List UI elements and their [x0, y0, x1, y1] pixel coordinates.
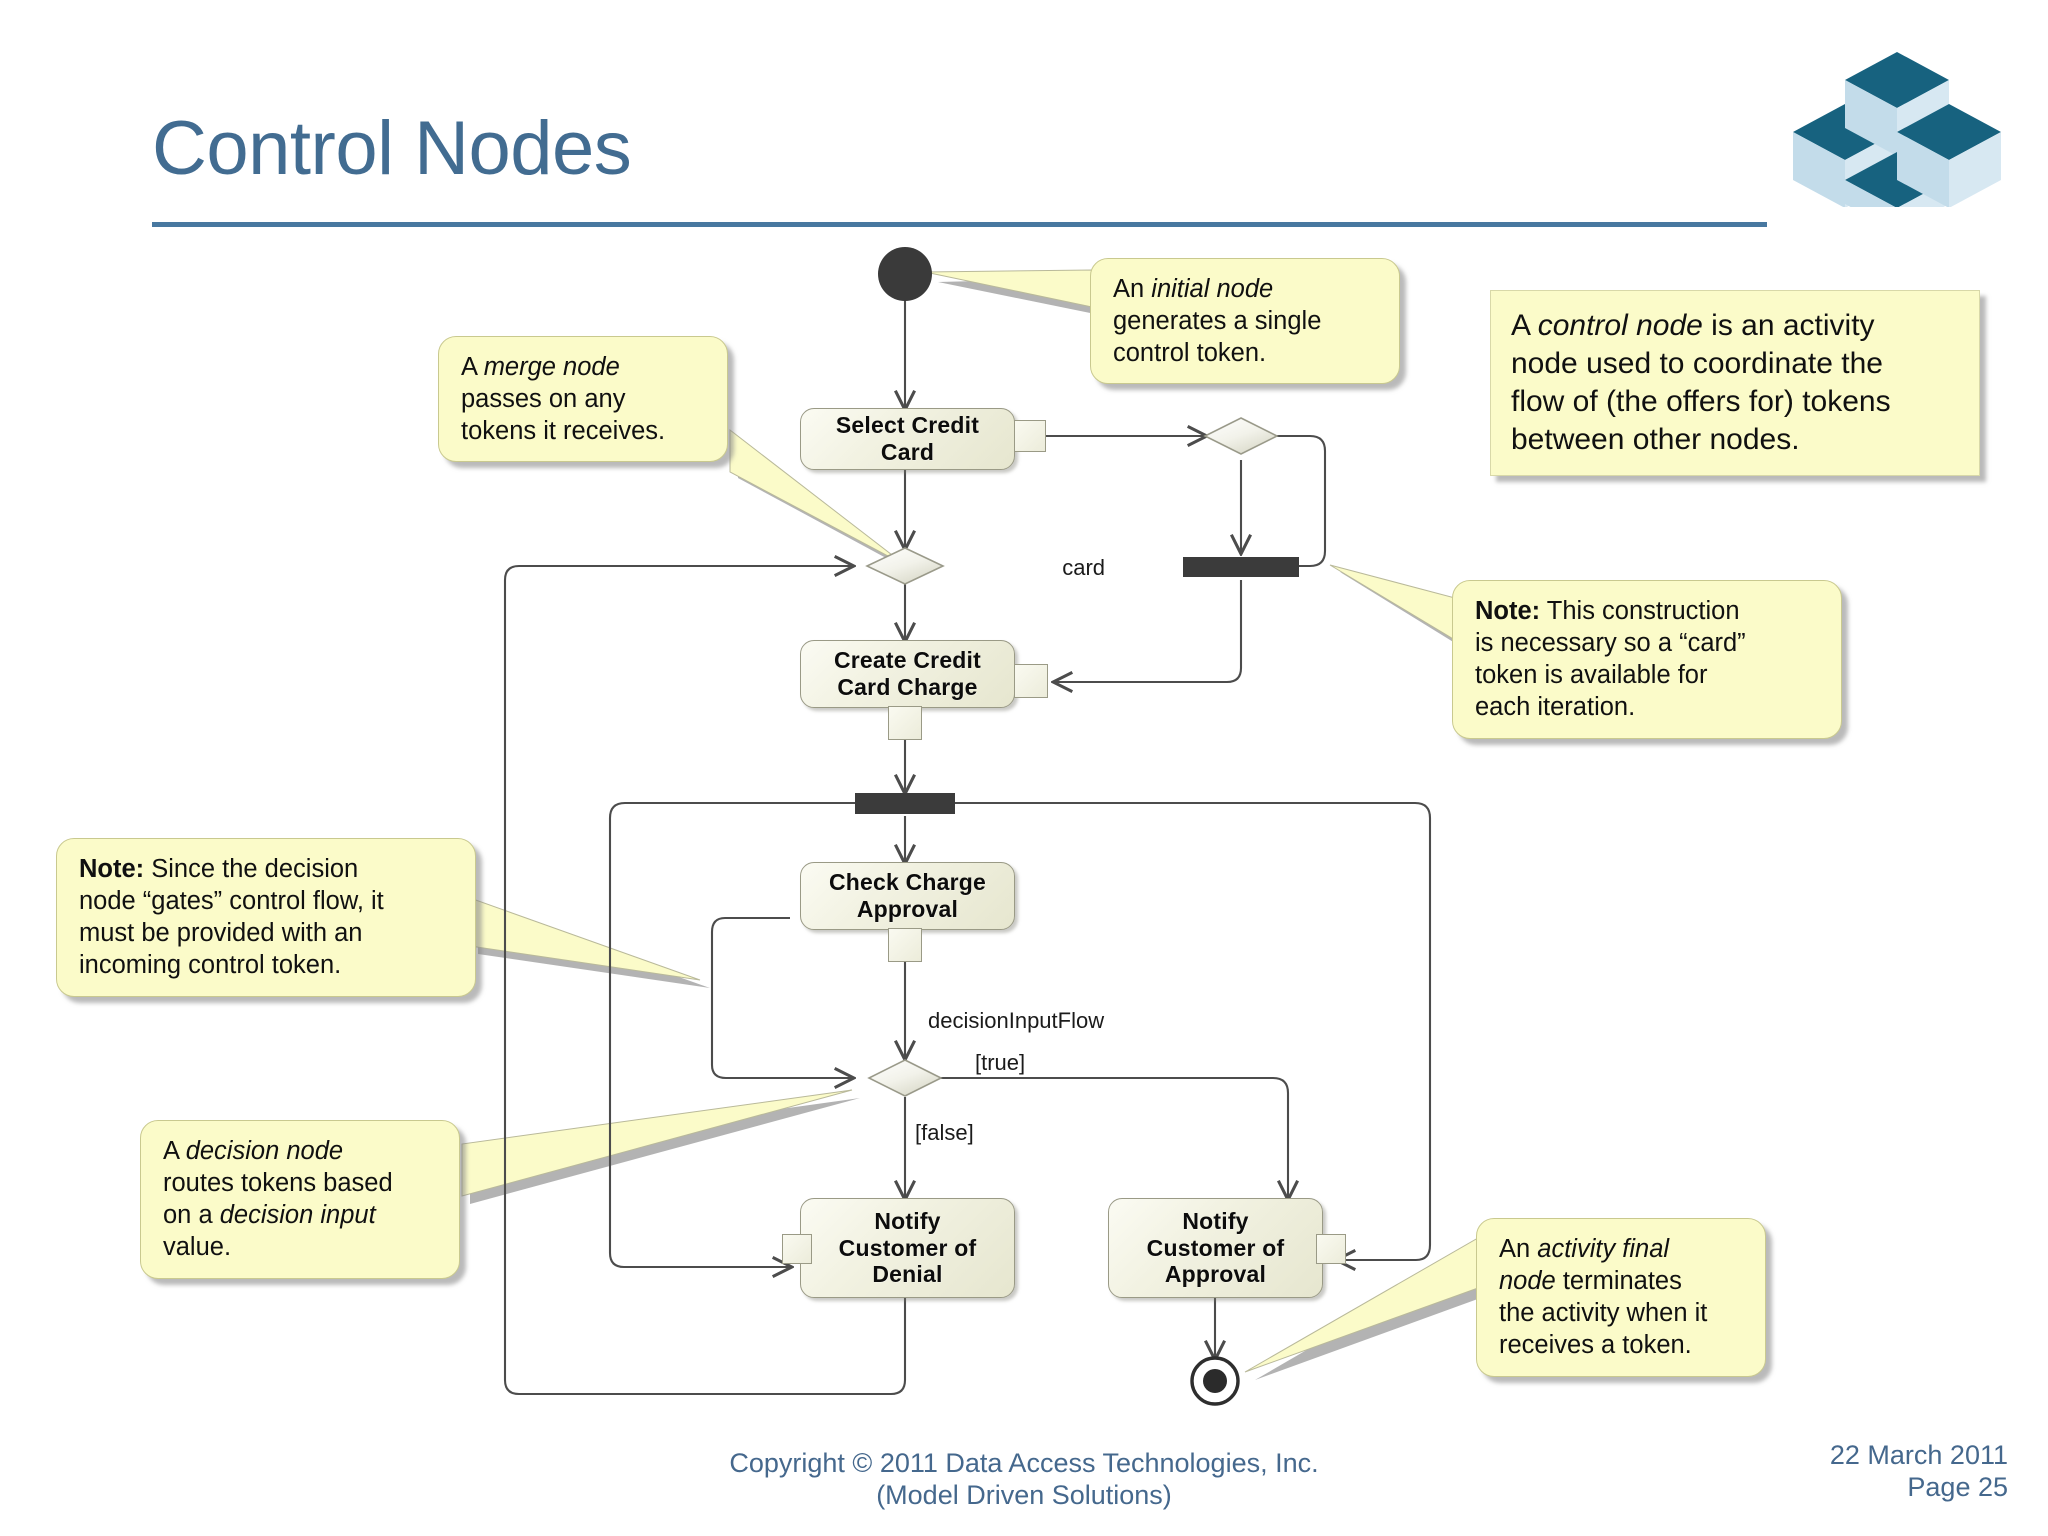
footer-page-number: Page 25: [1907, 1471, 2008, 1502]
merge-node-top: [865, 547, 945, 585]
decision-node-approval: [867, 1059, 943, 1097]
input-pin-notify-customer-of-denial: [782, 1234, 812, 1264]
footer-date: 22 March 2011: [1829, 1440, 2008, 1470]
output-pin-create-credit-card-charge: [888, 706, 922, 740]
activity-final-node: [1190, 1356, 1240, 1406]
data-access-technologies-logo: [1783, 32, 2013, 232]
edge-label-guard-true: [true]: [975, 1050, 1025, 1075]
footer-copyright-line-2: (Model Driven Solutions): [876, 1479, 1172, 1510]
fork-node-main: [855, 793, 955, 814]
input-pin-notify-customer-of-approval: [1316, 1234, 1346, 1264]
edge-label-decision-input-flow: decisionInputFlow: [928, 1008, 1104, 1033]
callout-tail-card-construction: [1329, 564, 1463, 648]
callout-tail-decision-node: [461, 1089, 860, 1204]
initial-node: [878, 247, 932, 301]
edge-label-guard-false: [false]: [915, 1120, 974, 1145]
page-title: Control Nodes: [152, 106, 632, 191]
footer-copyright-line-1: Copyright © 2011 Data Access Technologie…: [729, 1448, 1319, 1478]
callout-tail-decision-gates: [469, 897, 710, 988]
input-pin-create-credit-card-charge: [1014, 664, 1048, 698]
callout-tail-initial-node: [924, 269, 1100, 315]
flow-decision-true-to-approval: [940, 1076, 1288, 1198]
footer-meta: 22 March 2011 Page 25: [1830, 1440, 2008, 1504]
fork-node-card: [1183, 557, 1299, 577]
flow-card-to-create-charge: [1055, 580, 1243, 682]
output-pin-select-credit-card: [1014, 420, 1046, 452]
flow-control-token-to-decision: [710, 916, 852, 1078]
decision-node-top-right: [1203, 417, 1279, 455]
footer-copyright: Copyright © 2011 Data Access Technologie…: [0, 1448, 2048, 1512]
output-pin-check-charge-approval: [888, 928, 922, 962]
title-underline-rule: [152, 222, 1767, 227]
edge-label-card: card: [1062, 555, 1105, 580]
flow-decision-right-loop: [1277, 434, 1327, 568]
flow-fork-right-to-approval: [955, 801, 1432, 1260]
